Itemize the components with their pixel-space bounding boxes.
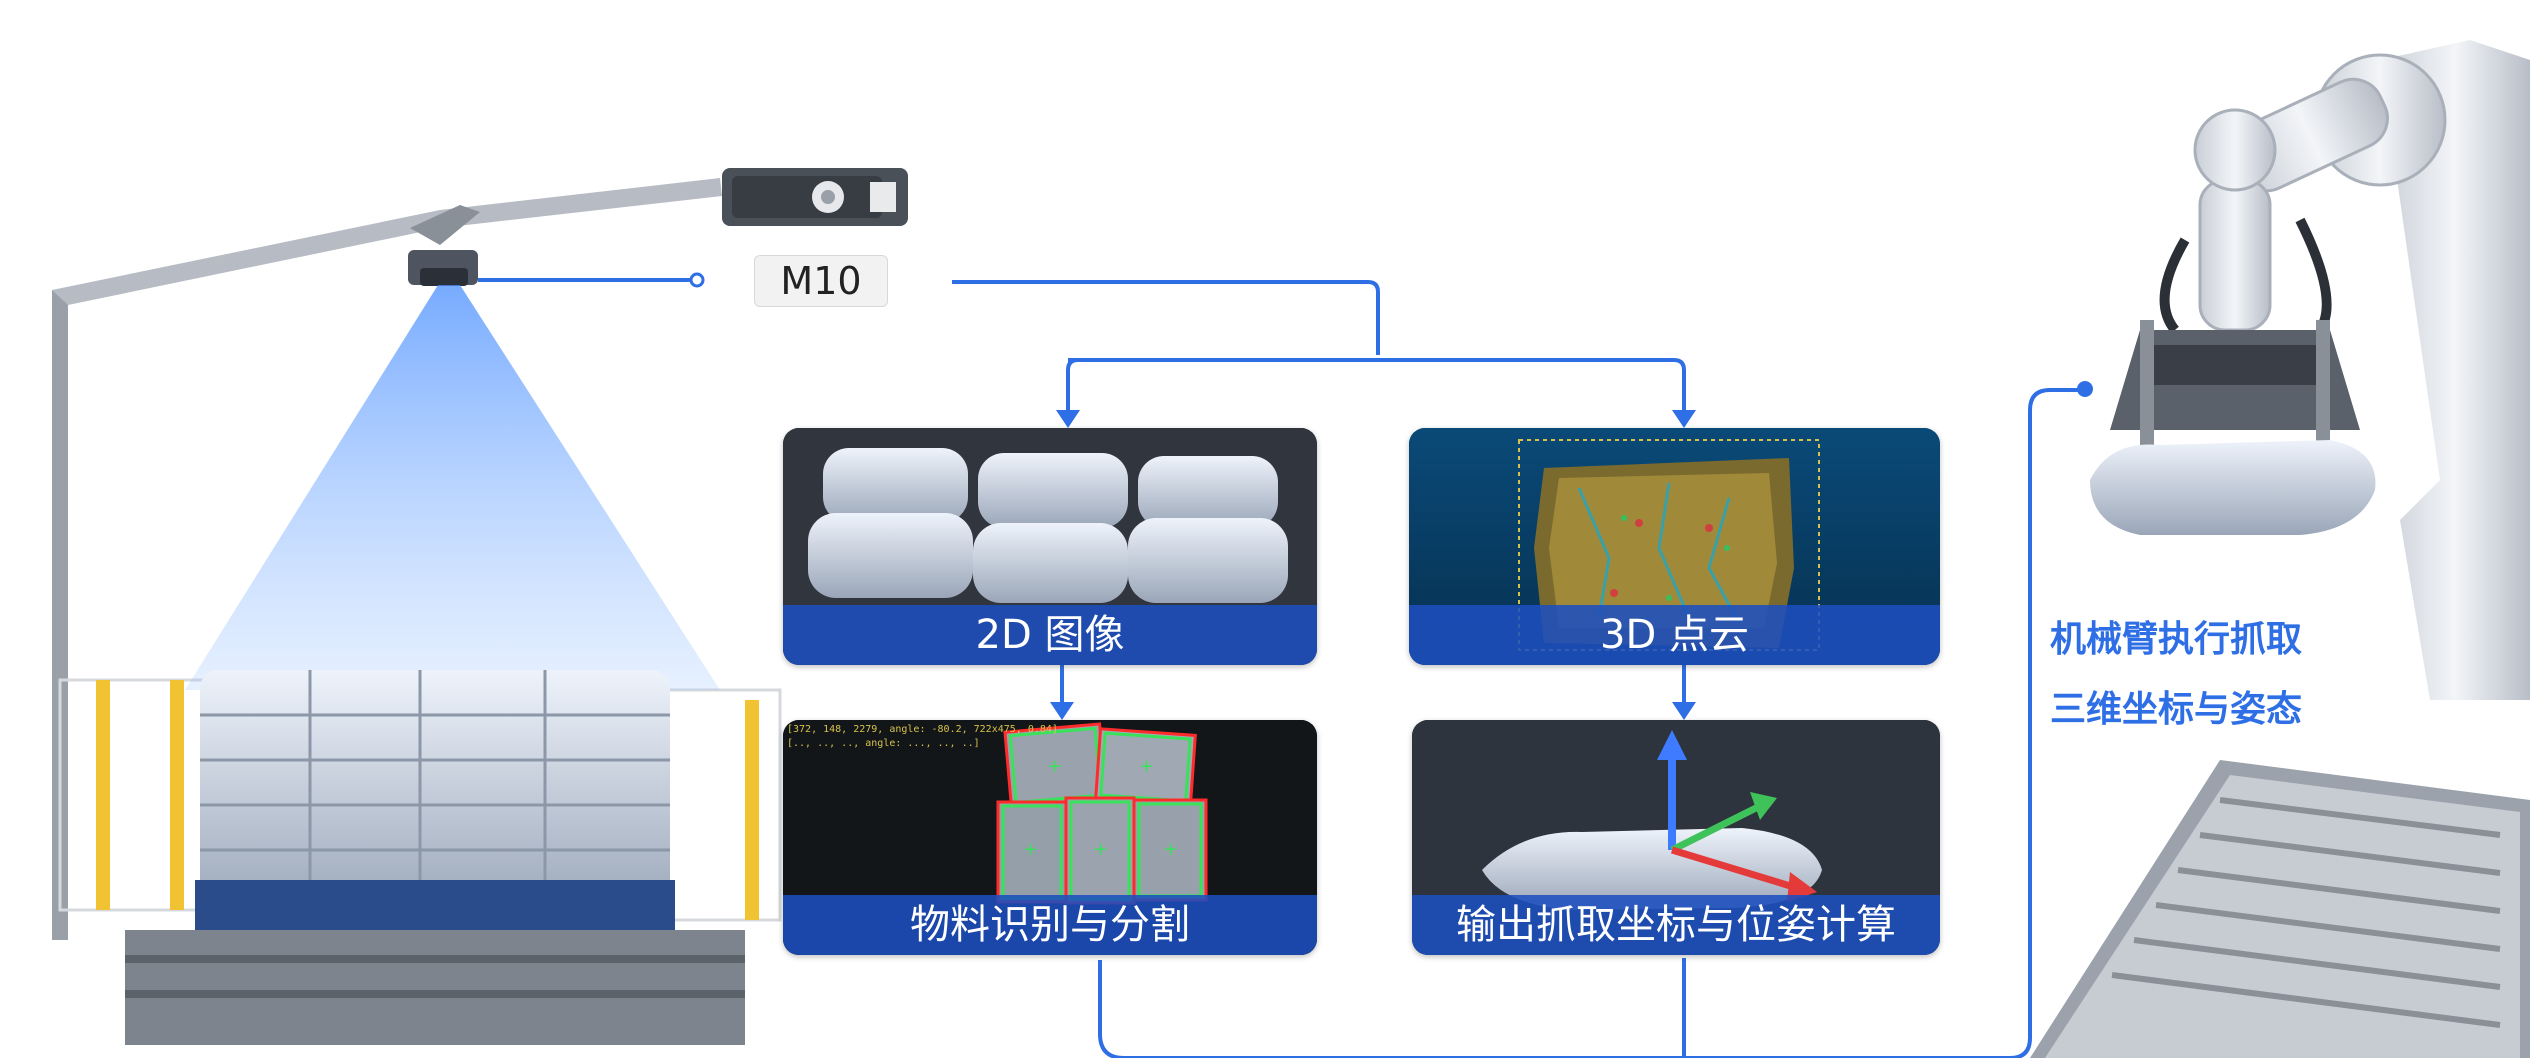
panel-segmentation: + + + + + [372, 148, 2279, angle: -80.2, 72… [783, 720, 1317, 955]
svg-text:+: + [1023, 839, 1038, 860]
segmentation-overlay-text-1: [372, 148, 2279, angle: -80.2, 722x475, … [787, 724, 1058, 735]
svg-text:+: + [1163, 839, 1178, 860]
robot-connector-dot [2077, 381, 2093, 397]
robot-action-label-1: 机械臂执行抓取 [2050, 619, 2303, 660]
gripped-bag [2090, 440, 2376, 535]
gantry-frame [52, 178, 722, 940]
roller-conveyor [2030, 760, 2530, 1058]
flow-arrowheads [1050, 410, 1696, 720]
svg-text:+: + [1139, 756, 1154, 777]
camera-connector [478, 272, 705, 288]
panel-3d-point-cloud-caption: 3D 点云 [1409, 605, 1940, 665]
robot-arm [2110, 40, 2530, 700]
panel-2d-image-caption: 2D 图像 [783, 605, 1317, 665]
robot-action-label-2: 三维坐标与姿态 [2050, 689, 2303, 730]
bag-stack [200, 670, 670, 915]
segmentation-overlay-text-2: [.., .., .., angle: ..., .., ..] [787, 738, 980, 749]
panel-2d-image: 2D 图像 [783, 428, 1317, 665]
panel-pose-output: 输出抓取坐标与位姿计算 [1412, 720, 1940, 955]
segmentation-render: + + + + + [783, 720, 1317, 955]
flow-lines [952, 280, 2080, 1058]
fence [58, 678, 782, 922]
pose-axes-icon [1657, 730, 1817, 902]
panel-segmentation-caption: 物料识别与分割 [783, 895, 1317, 955]
camera-mount-icon [408, 250, 478, 286]
segmentation-boxes [996, 722, 1208, 905]
svg-text:+: + [1047, 756, 1062, 777]
panel-pose-output-caption: 输出抓取坐标与位姿计算 [1412, 895, 1940, 955]
panel-3d-point-cloud: 3D 点云 [1409, 428, 1940, 665]
svg-text:+: + [1093, 839, 1108, 860]
pallet-and-conveyor [125, 880, 745, 1045]
scan-beam [185, 285, 720, 690]
camera-device-icon [722, 168, 908, 226]
camera-model-label: M10 [754, 255, 888, 307]
